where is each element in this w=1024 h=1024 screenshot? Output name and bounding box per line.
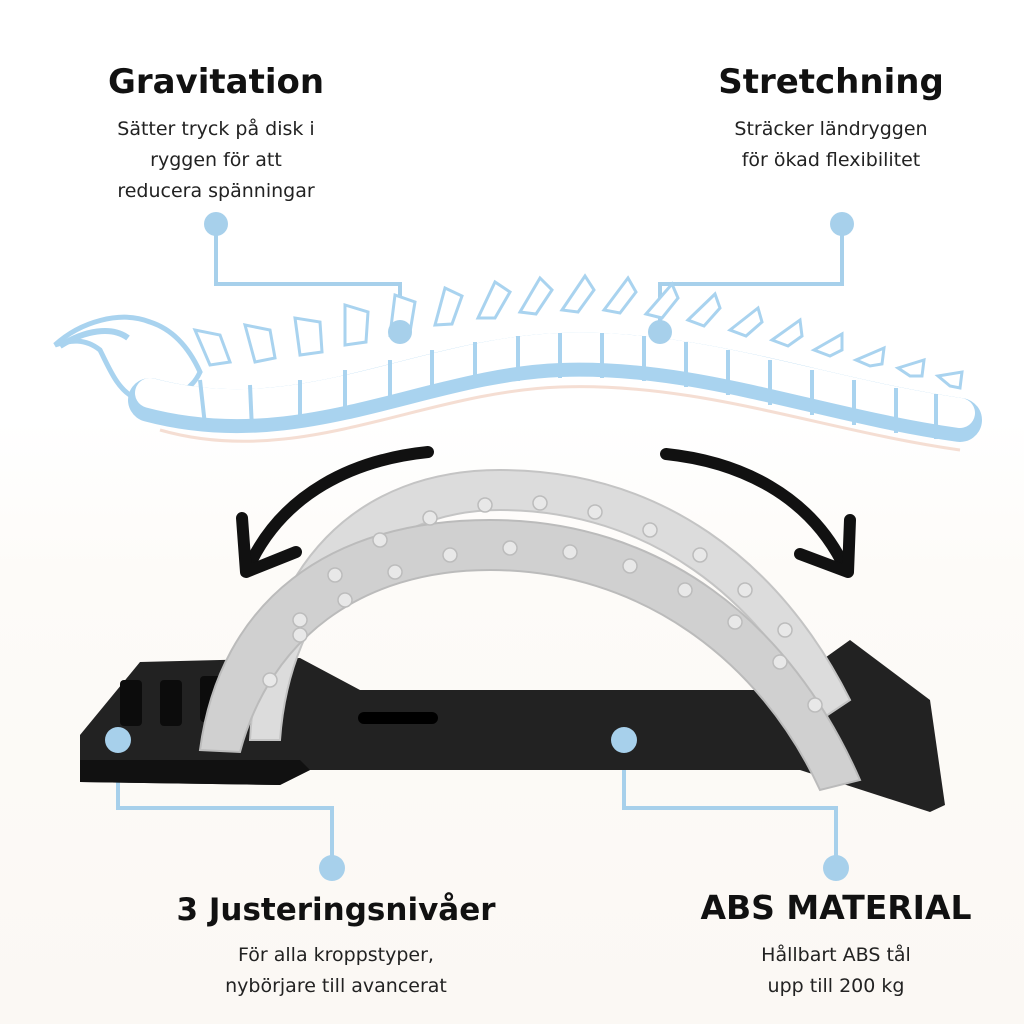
gravitation-description: Sätter tryck på disk i ryggen för att re… [56,114,376,207]
dot-material-bottom [823,855,849,881]
stretchning-line-2: för ökad flexibilitet [741,149,921,171]
justering-line-2: nybörjare till avancerat [225,975,447,997]
curved-arrow-left-icon [236,446,434,578]
gravitation-line-1: Sätter tryck på disk i [117,118,315,140]
dot-stretchning-top [830,212,854,236]
base-slot [358,712,438,724]
stretchning-description: Sträcker ländryggen för ökad flexibilite… [671,114,991,176]
stretchning-title: Stretchning [718,62,944,102]
back-stretcher-device [80,468,945,812]
justering-title: 3 Justeringsnivåer [176,892,496,928]
material-title: ABS MATERIAL [700,888,972,927]
dot-gravitation-spine [388,320,412,344]
gravitation-line-3: reducera spänningar [117,180,315,202]
curved-arrow-right-icon [660,448,856,578]
material-line-1: Hållbart ABS tål [761,944,911,966]
gravitation-line-2: ryggen för att [150,149,282,171]
spine-illustration [53,273,982,452]
gravitation-title: Gravitation [107,62,325,102]
dot-stretchning-spine [648,320,672,344]
justering-line-1: För alla kroppstyper, [238,944,434,966]
dot-justering-device [105,727,131,753]
dot-justering-bottom [319,855,345,881]
dot-material-device [611,727,637,753]
material-line-2: upp till 200 kg [767,975,905,997]
justering-description: För alla kroppstyper, nybörjare till ava… [156,940,516,1002]
material-description: Hållbart ABS tål upp till 200 kg [686,940,986,1002]
callout-dots [105,212,854,881]
stretchning-line-1: Sträcker ländryggen [734,118,928,140]
connector-gravitation [214,224,402,332]
connector-material [622,740,838,868]
device-arc-inner [198,518,862,792]
dot-gravitation-top [204,212,228,236]
